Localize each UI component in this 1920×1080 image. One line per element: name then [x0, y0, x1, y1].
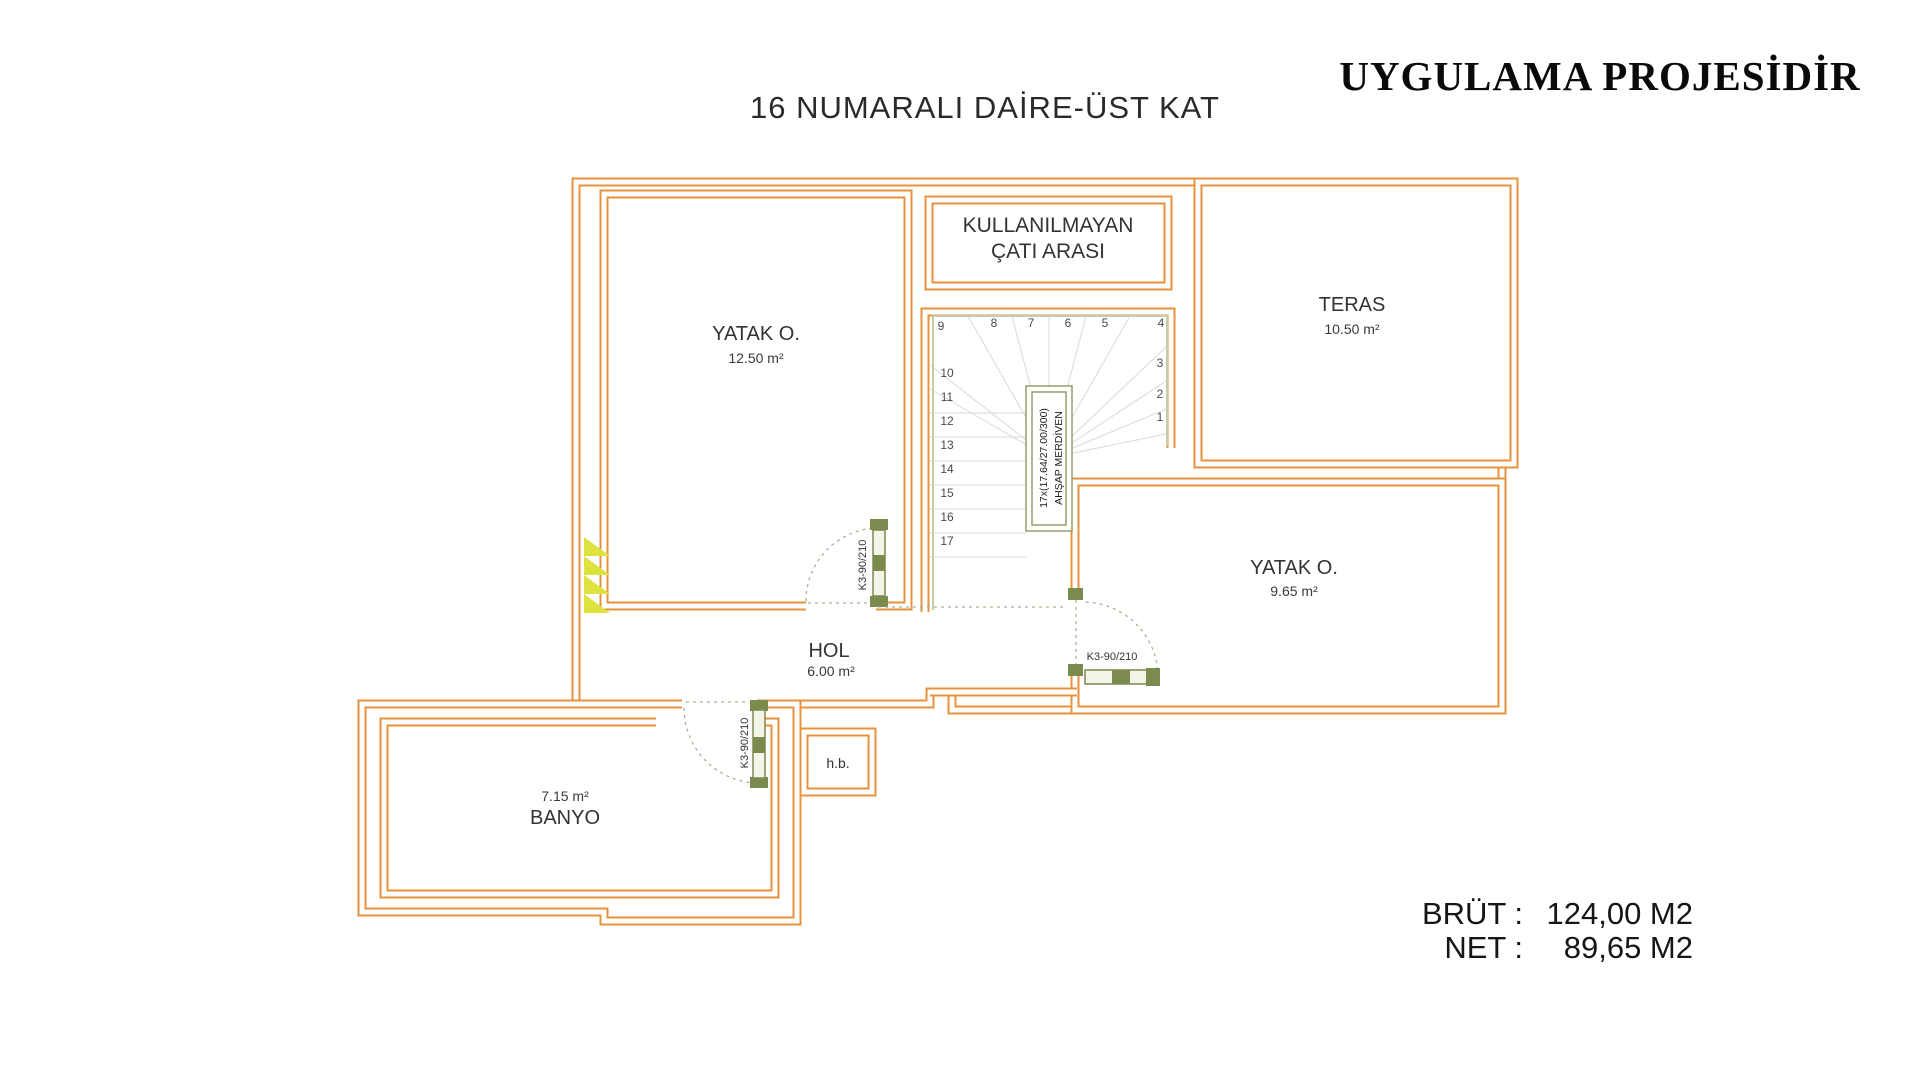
- attic-name-line1: KULLANILMAYAN: [963, 214, 1134, 237]
- hb-closet-walls: [799, 727, 877, 797]
- bathroom-room-walls: [379, 717, 780, 899]
- net-label: NET :: [1444, 930, 1523, 965]
- hol-name: HOL: [808, 640, 849, 662]
- step-number: 6: [1065, 316, 1072, 330]
- step-number: 16: [940, 510, 954, 524]
- bedroom2-area: 9.65 m²: [1270, 583, 1318, 599]
- net-value: 89,65 M2: [1564, 930, 1693, 965]
- step-number: 3: [1157, 356, 1164, 370]
- plan-title: 16 NUMARALI DAİRE-ÜST KAT: [750, 90, 1220, 125]
- bedroom1-name: YATAK O.: [712, 323, 800, 345]
- stair-step-numbers: 1 2 3 4 5 6 7 8 9 10 11 12 13 14 15 16 1…: [938, 316, 1165, 548]
- project-stamp: UYGULAMA PROJESİDİR: [1339, 53, 1860, 99]
- brut-label: BRÜT :: [1422, 896, 1523, 931]
- door-label: K3-90/210: [857, 540, 869, 591]
- attic-walls: [924, 195, 1173, 291]
- banyo-door-opening: [682, 694, 757, 714]
- brut-value: 124,00 M2: [1547, 896, 1694, 931]
- banyo-name: BANYO: [530, 807, 600, 829]
- banyo-door: K3-90/210: [683, 700, 768, 788]
- door-label: K3-90/210: [739, 718, 751, 769]
- step-number: 13: [940, 438, 954, 452]
- stair-spec-text: 17x(17.64/27.00/300): [1038, 408, 1050, 508]
- banyo-room-door-opening: [656, 716, 757, 728]
- banyo-area: 7.15 m²: [541, 788, 589, 804]
- wall-hatch-triangles: [584, 537, 610, 613]
- teras-area: 10.50 m²: [1324, 321, 1380, 337]
- bedroom2-door-opening: [1066, 598, 1084, 671]
- step-number: 9: [938, 319, 945, 333]
- bedroom1-area: 12.50 m²: [728, 350, 784, 366]
- stair-spec-label: 17x(17.64/27.00/300) AHŞAP MERDİVEN: [1025, 385, 1073, 532]
- area-summary: BRÜT : 124,00 M2 NET : 89,65 M2: [1422, 896, 1693, 965]
- step-number: 11: [941, 390, 954, 404]
- bedroom2-name: YATAK O.: [1250, 557, 1338, 579]
- step-number: 14: [940, 462, 954, 476]
- step-number: 8: [991, 316, 998, 330]
- step-number: 10: [940, 366, 954, 380]
- hb-name: h.b.: [826, 755, 849, 771]
- teras-name: TERAS: [1319, 294, 1386, 316]
- bedroom1-door: K3-90/210: [805, 519, 888, 607]
- hol-area: 6.00 m²: [807, 663, 855, 679]
- door-swing-arc: [805, 527, 880, 602]
- stairwell-walls: [920, 307, 1176, 612]
- bedroom2-door: K3-90/210: [878, 588, 1160, 686]
- step-number: 12: [940, 414, 954, 428]
- room-labels: YATAK O. 12.50 m² KULLANILMAYAN ÇATI ARA…: [530, 214, 1385, 829]
- stair-material-text: AHŞAP MERDİVEN: [1052, 411, 1065, 505]
- bedroom1-door-opening: [806, 595, 876, 611]
- step-number: 15: [940, 486, 954, 500]
- bedroom1-walls: [599, 189, 913, 611]
- step-number: 1: [1157, 410, 1164, 424]
- door-swing-arc: [683, 707, 760, 784]
- attic-name-line2: ÇATI ARASI: [991, 240, 1105, 263]
- door-label: K3-90/210: [1087, 651, 1138, 663]
- step-number: 2: [1157, 387, 1164, 401]
- step-number: 5: [1102, 316, 1109, 330]
- step-number: 17: [940, 534, 954, 548]
- step-number: 4: [1158, 316, 1165, 330]
- terrace-walls: [1193, 177, 1519, 469]
- step-number: 7: [1028, 316, 1035, 330]
- bathroom-block-walls: [357, 699, 802, 926]
- door-swing-arc: [1082, 601, 1159, 678]
